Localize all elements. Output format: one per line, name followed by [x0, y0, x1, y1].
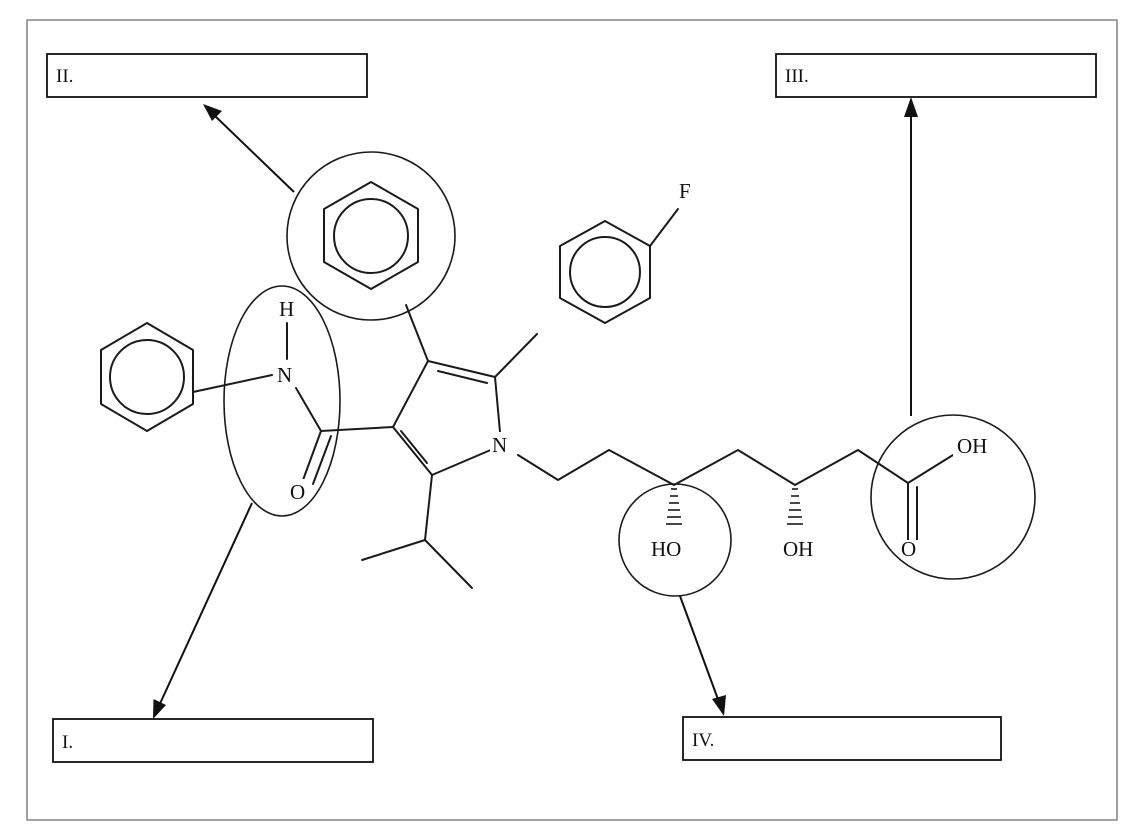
- label-box-3: III.: [775, 53, 1097, 98]
- carboxyl-oxygen-atom: O: [901, 537, 916, 561]
- highlight-hydroxyl: [618, 483, 732, 597]
- highlight-marks: [223, 151, 1036, 597]
- heptanoic-side-chain: [517, 449, 954, 541]
- amide-oxygen-atom: O: [290, 480, 305, 504]
- highlight-top-phenyl: [286, 151, 456, 321]
- fluorophenyl-ring: [559, 220, 651, 324]
- label-box-3-text: III.: [785, 66, 809, 87]
- anilide-phenyl-ring: [100, 322, 194, 432]
- label-box-1-text: I.: [62, 732, 73, 753]
- pyrrole-nitrogen-atom: N: [492, 433, 507, 457]
- fluorine-atom: F: [679, 179, 691, 203]
- amide-hydrogen-atom: H: [279, 297, 294, 321]
- highlight-carboxylic-acid: [870, 414, 1036, 580]
- hashed-wedge-right: [787, 488, 803, 525]
- label-box-4: IV.: [682, 716, 1002, 761]
- hydroxyl-right-label: OH: [783, 537, 813, 561]
- arrow-to-box-2: [213, 114, 295, 193]
- arrow-to-box-4: [679, 595, 720, 703]
- carboxyl-hydroxyl-label: OH: [957, 434, 987, 458]
- label-box-2: II.: [46, 53, 368, 98]
- atom-labels: F H N O N HO OH OH O: [275, 178, 999, 564]
- amide-nitrogen-atom: N: [277, 363, 292, 387]
- pyrrole-ring: [392, 360, 501, 476]
- pointer-arrows: [153, 97, 918, 719]
- hashed-wedge-left: [666, 488, 682, 525]
- label-box-4-text: IV.: [692, 730, 714, 751]
- phenyl-ring-top: [323, 181, 419, 290]
- label-box-1: I.: [52, 718, 374, 763]
- highlight-amide: [223, 285, 341, 517]
- diagram-frame: [26, 19, 1118, 821]
- label-box-2-text: II.: [56, 66, 73, 87]
- substituent-bonds: [192, 208, 679, 589]
- hydroxyl-left-label: HO: [651, 537, 681, 561]
- arrow-to-box-1: [157, 502, 253, 709]
